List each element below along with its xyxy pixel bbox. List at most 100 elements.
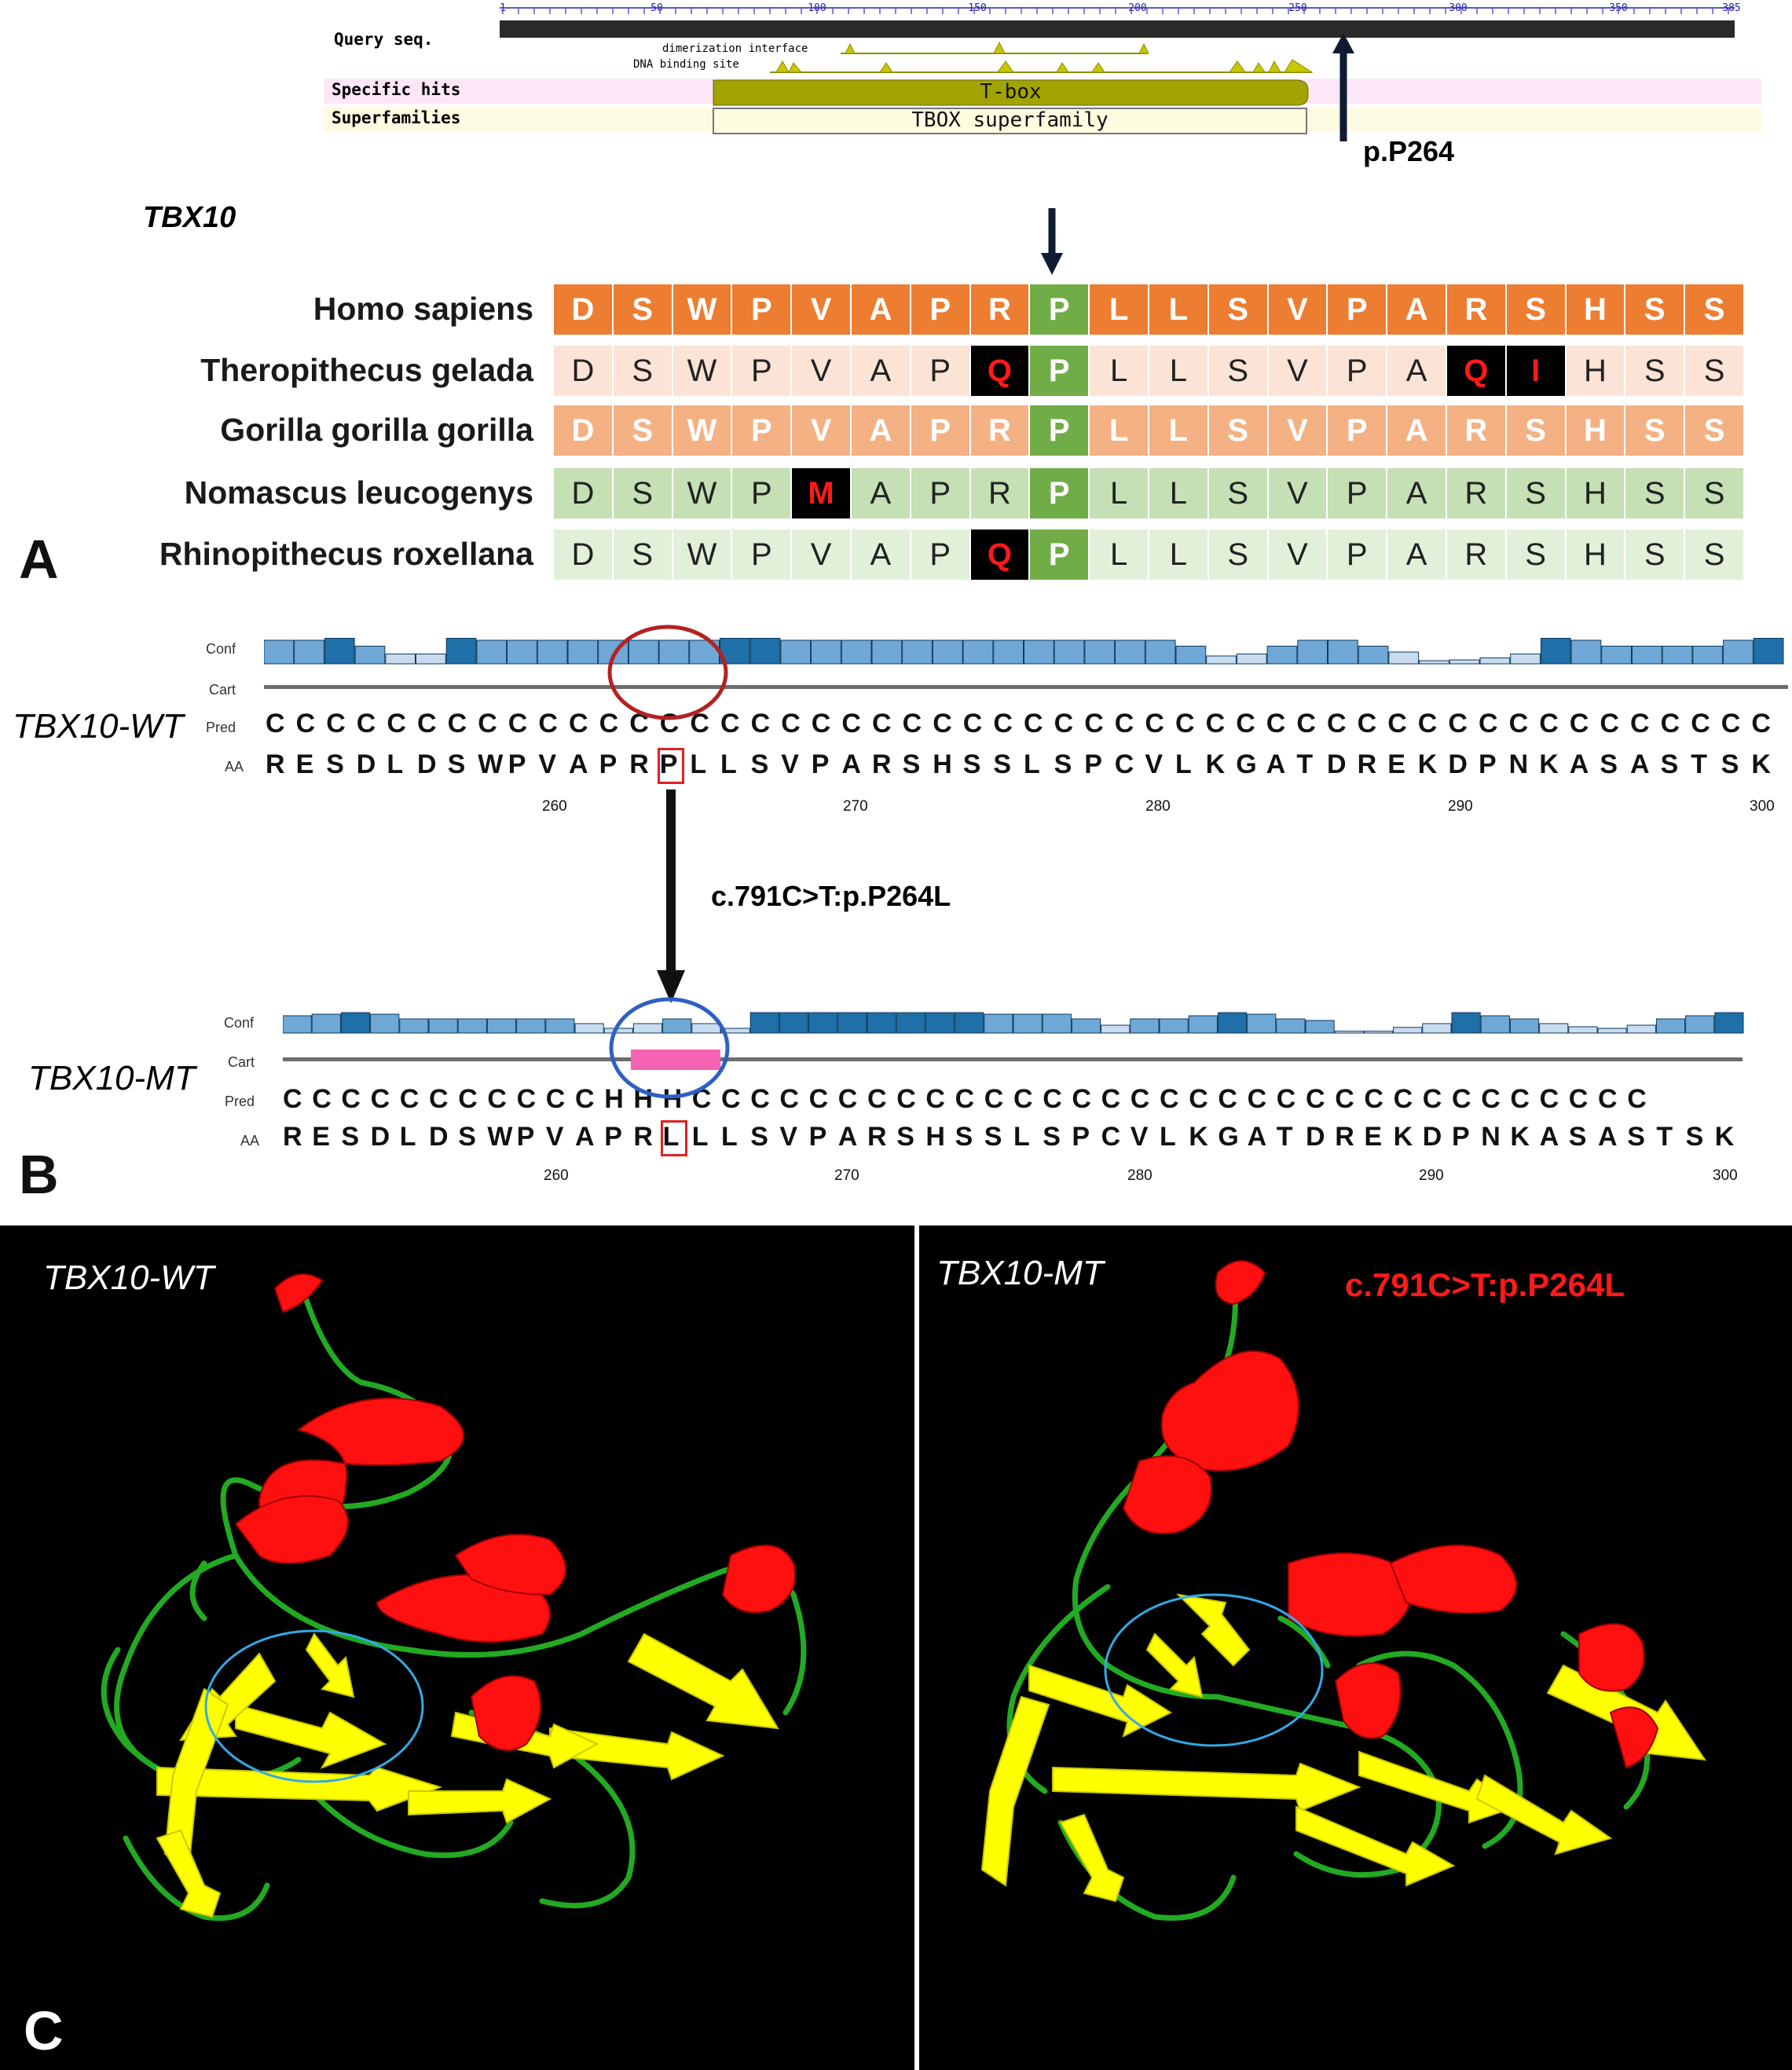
dimer-label: dimerization interface bbox=[662, 42, 808, 55]
residue-char: C bbox=[569, 709, 588, 738]
residue-cell: Q bbox=[970, 346, 1029, 396]
residue-char: C bbox=[599, 709, 619, 738]
residue-char: C bbox=[808, 1084, 829, 1114]
confidence-bar bbox=[516, 1018, 546, 1034]
residue-char: C bbox=[1721, 709, 1741, 738]
confidence-bar bbox=[1188, 1015, 1218, 1034]
residue-cell: S bbox=[613, 468, 672, 518]
residue-char: C bbox=[933, 709, 952, 738]
residue-char: C bbox=[781, 709, 801, 738]
confidence-bar bbox=[1723, 639, 1754, 665]
residue-cell: P bbox=[732, 529, 791, 580]
residue-char: P bbox=[599, 749, 617, 779]
residue-char: R bbox=[266, 749, 285, 779]
confidence-bar bbox=[691, 1023, 721, 1034]
residue-char: L bbox=[662, 1122, 680, 1152]
residue-char: S bbox=[341, 1122, 360, 1152]
confidence-bar bbox=[476, 639, 508, 665]
residue-cell: V bbox=[792, 529, 850, 580]
residue-cell: R bbox=[1446, 468, 1505, 518]
residue-cell: S bbox=[1685, 284, 1743, 335]
residue-char: C bbox=[1247, 1084, 1267, 1114]
residue-cell: W bbox=[672, 468, 731, 518]
residue-char: S bbox=[1685, 1122, 1704, 1152]
residue-char: D bbox=[1306, 1122, 1325, 1152]
confidence-bar bbox=[1334, 1031, 1364, 1034]
residue-char: L bbox=[1024, 749, 1040, 779]
residue-cell: M bbox=[792, 468, 850, 518]
confidence-bar bbox=[1655, 1018, 1686, 1034]
dna-label: DNA binding site bbox=[633, 58, 739, 71]
confidence-bar bbox=[1626, 1024, 1656, 1034]
residue-char: C bbox=[1598, 1084, 1618, 1114]
residue-char: C bbox=[356, 709, 376, 738]
residue-cell: S bbox=[1685, 346, 1743, 396]
residue-char: S bbox=[447, 749, 466, 779]
residue-char: C bbox=[1205, 709, 1226, 738]
residue-char: S bbox=[750, 1122, 768, 1152]
residue-cell: S bbox=[1208, 405, 1267, 456]
residue-char: K bbox=[1417, 749, 1438, 779]
confidence-bar bbox=[867, 1012, 896, 1034]
residue-cell: A bbox=[851, 529, 910, 580]
residue-cell: R bbox=[970, 405, 1029, 456]
residue-cell: L bbox=[1090, 529, 1148, 580]
residue-char: T bbox=[1656, 1122, 1673, 1152]
residue-char: C bbox=[516, 1084, 537, 1114]
confidence-bar bbox=[808, 1012, 838, 1034]
residue-cell: L bbox=[1149, 346, 1207, 396]
residue-char: S bbox=[962, 749, 981, 779]
confidence-bar bbox=[1510, 654, 1541, 665]
confidence-bar bbox=[1115, 639, 1145, 665]
residue-cell: D bbox=[554, 405, 612, 456]
residue-char: P bbox=[508, 749, 526, 779]
residue-char: C bbox=[1306, 1084, 1325, 1114]
residue-cell: D bbox=[554, 468, 612, 518]
residue-cell: A bbox=[851, 346, 910, 396]
confidence-bar bbox=[1276, 1018, 1306, 1034]
tbox-super-label: TBOX superfamily bbox=[911, 108, 1109, 132]
wt-cart-line bbox=[264, 685, 1788, 689]
residue-char: R bbox=[633, 1122, 653, 1152]
residue-cell: S bbox=[1685, 529, 1743, 580]
residue-cell: S bbox=[613, 284, 672, 335]
residue-char: E bbox=[1387, 749, 1405, 779]
residue-char: L bbox=[690, 749, 707, 779]
wt-aa-label: AA bbox=[225, 759, 244, 775]
residue-char: C bbox=[478, 709, 497, 738]
residue-char: K bbox=[1205, 749, 1226, 779]
confidence-bar bbox=[1753, 638, 1784, 665]
residue-char: C bbox=[867, 1084, 887, 1114]
residue-cell: R bbox=[970, 468, 1029, 518]
confidence-bar bbox=[993, 639, 1024, 665]
residue-cell: D bbox=[554, 346, 612, 396]
residue-char: C bbox=[1387, 709, 1407, 738]
mutation-label-c: c.791C>T:p.P264L bbox=[1345, 1266, 1625, 1303]
confidence-bar bbox=[370, 1013, 400, 1034]
residue-char: S bbox=[1568, 1122, 1587, 1152]
residue-tick: 260 bbox=[544, 1167, 569, 1184]
confidence-bar bbox=[1662, 646, 1693, 665]
confidence-bar bbox=[354, 646, 386, 665]
residue-cell: P bbox=[1030, 405, 1089, 456]
residue-char: C bbox=[1335, 1084, 1354, 1114]
confidence-bar bbox=[507, 639, 537, 665]
residue-char: C bbox=[1114, 709, 1134, 738]
confidence-bar bbox=[1479, 658, 1511, 665]
confidence-bar bbox=[1422, 1023, 1452, 1034]
residue-char: C bbox=[1266, 709, 1286, 738]
confidence-bar bbox=[1266, 646, 1298, 665]
residue-char: C bbox=[1479, 709, 1498, 738]
ruler-tick-label: 300 bbox=[1449, 2, 1467, 14]
confidence-bar bbox=[1509, 1018, 1540, 1034]
confidence-bar bbox=[385, 654, 416, 665]
residue-char: C bbox=[266, 709, 285, 738]
confidence-bar bbox=[1451, 1012, 1481, 1034]
residue-cell: A bbox=[1387, 468, 1446, 518]
residue-cell: S bbox=[1625, 346, 1684, 396]
residue-cell: P bbox=[911, 405, 969, 456]
residue-char: A bbox=[1569, 749, 1589, 779]
confidence-bar bbox=[283, 1015, 312, 1034]
wt-red-circle bbox=[607, 625, 728, 720]
